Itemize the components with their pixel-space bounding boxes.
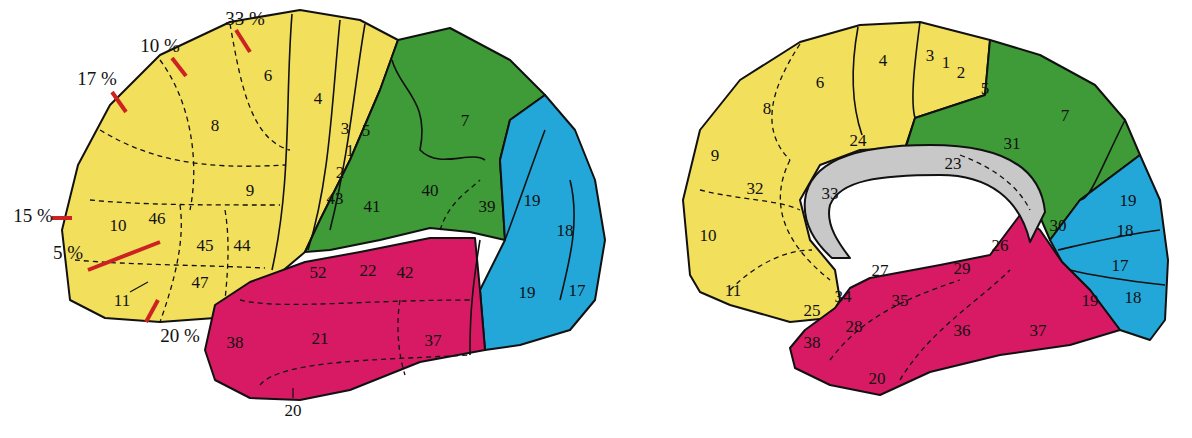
percent-label: 20 % <box>160 326 200 345</box>
percent-label: 33 % <box>225 9 265 28</box>
area-number: 9 <box>246 182 255 199</box>
area-number: 52 <box>310 264 327 281</box>
area-number: 20 <box>285 402 302 419</box>
area-number: 11 <box>114 292 130 309</box>
area-number: 38 <box>804 334 821 351</box>
area-number: 26 <box>992 237 1009 254</box>
area-number: 27 <box>872 262 889 279</box>
area-number: 28 <box>846 318 863 335</box>
area-number: 42 <box>397 264 414 281</box>
percent-label: 17 % <box>77 69 117 88</box>
area-number: 8 <box>211 117 220 134</box>
area-number: 47 <box>192 274 209 291</box>
area-number: 18 <box>1125 289 1142 306</box>
area-number: 1 <box>942 54 951 71</box>
area-number: 20 <box>869 370 886 387</box>
percent-label: 15 % <box>13 206 53 225</box>
area-number: 35 <box>892 292 909 309</box>
area-number: 2 <box>336 164 345 181</box>
temporal-lobe <box>205 238 485 400</box>
percent-label: 5 % <box>53 243 83 262</box>
area-number: 23 <box>945 155 962 172</box>
area-number: 39 <box>479 198 496 215</box>
area-number: 18 <box>1117 222 1134 239</box>
area-number: 29 <box>954 260 971 277</box>
area-number: 4 <box>314 90 323 107</box>
area-borders <box>272 14 574 355</box>
area-number: 36 <box>954 322 971 339</box>
area-number: 43 <box>327 190 344 207</box>
occipital-lobe <box>480 95 605 350</box>
area-number: 24 <box>850 132 867 149</box>
area-number: 4 <box>879 52 888 69</box>
area-number: 10 <box>110 217 127 234</box>
area-number: 10 <box>700 227 717 244</box>
corpus-callosum <box>805 145 1045 258</box>
area-number: 44 <box>234 237 251 254</box>
area-number: 2 <box>957 64 966 81</box>
lateral-view <box>62 10 605 400</box>
area-number: 17 <box>569 282 586 299</box>
area-number: 8 <box>763 100 772 117</box>
medial-dashed <box>700 44 1030 380</box>
area-number: 41 <box>364 198 381 215</box>
medial-borders <box>853 22 1165 285</box>
area-number: 17 <box>1112 257 1129 274</box>
area-number: 45 <box>197 237 214 254</box>
area-number: 21 <box>312 330 329 347</box>
area-number: 19 <box>524 192 541 209</box>
area-number: 34 <box>835 288 852 305</box>
area-number: 46 <box>149 210 166 227</box>
area-number: 19 <box>1082 292 1099 309</box>
area-number: 37 <box>425 332 442 349</box>
area-number: 5 <box>362 122 371 139</box>
area-number: 37 <box>1030 322 1047 339</box>
area-number: 6 <box>264 67 273 84</box>
area-number: 3 <box>341 120 350 137</box>
area-number: 40 <box>422 182 439 199</box>
area-number: 7 <box>461 112 470 129</box>
area-number: 38 <box>227 334 244 351</box>
area-number: 6 <box>816 74 825 91</box>
area-number: 22 <box>360 262 377 279</box>
area-number: 32 <box>747 180 764 197</box>
area-number: 30 <box>1050 217 1067 234</box>
percent-label: 10 % <box>140 36 180 55</box>
area-number: 19 <box>519 284 536 301</box>
area-number: 1 <box>346 142 355 159</box>
medial-view <box>683 22 1168 395</box>
area-number: 3 <box>926 47 935 64</box>
area-number: 18 <box>557 222 574 239</box>
area-number: 19 <box>1120 192 1137 209</box>
leader-lines <box>130 282 293 398</box>
dashed-borders <box>75 24 480 385</box>
area-number: 7 <box>1061 107 1070 124</box>
percent-ticks <box>52 30 250 322</box>
area-number: 5 <box>981 80 990 97</box>
area-number: 25 <box>804 302 821 319</box>
area-number: 11 <box>725 282 741 299</box>
area-number: 33 <box>822 185 839 202</box>
area-number: 31 <box>1004 135 1021 152</box>
area-number: 9 <box>711 147 720 164</box>
